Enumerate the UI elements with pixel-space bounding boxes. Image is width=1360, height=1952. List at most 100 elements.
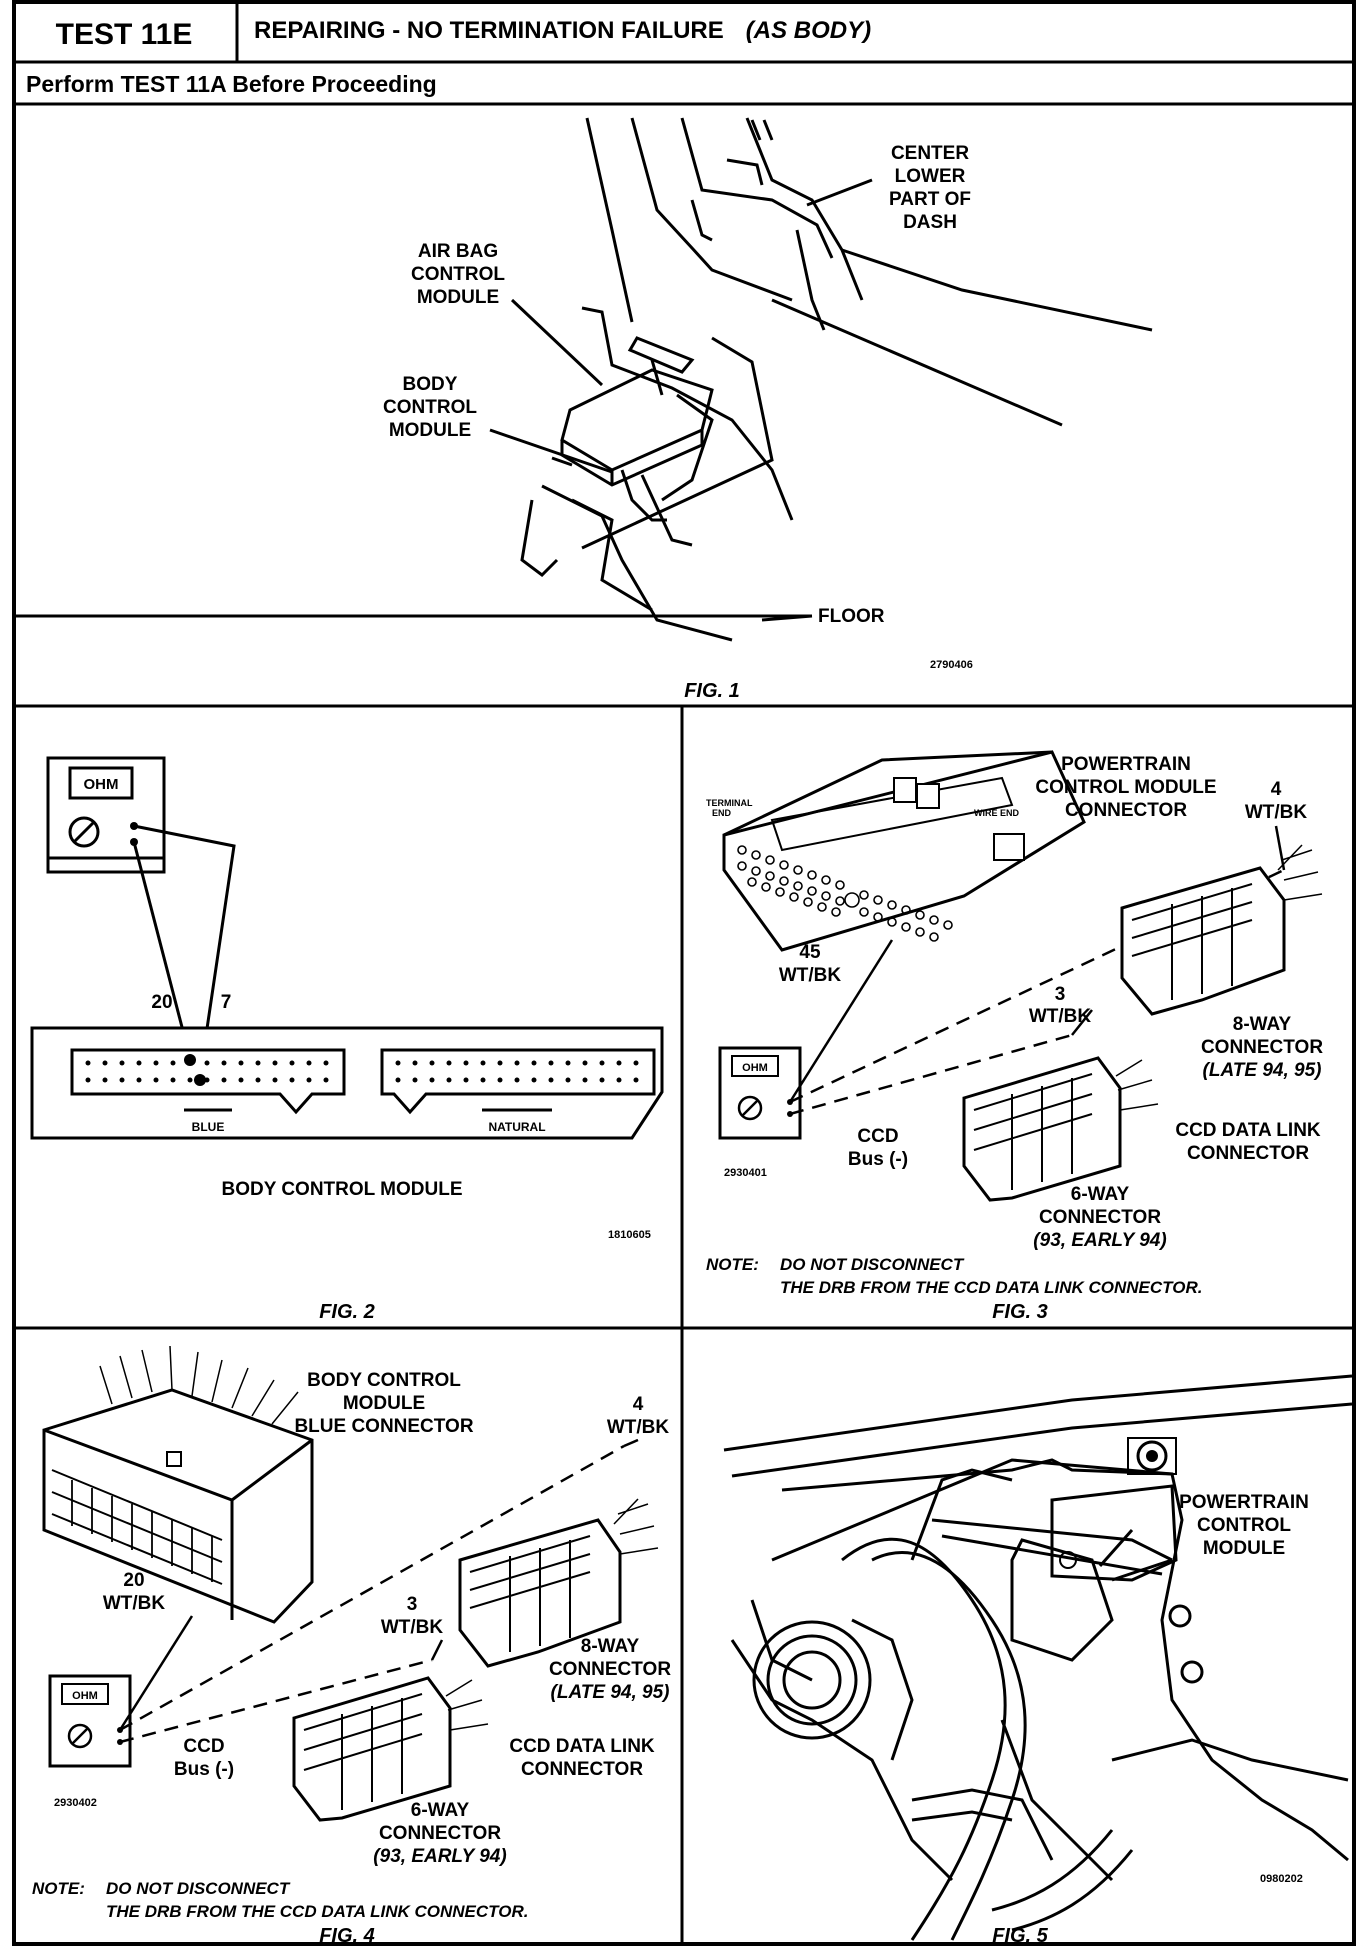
fig4-ohmmeter: OHM [48, 1674, 132, 1768]
fig4-note-label: NOTE: [32, 1879, 85, 1898]
fig3-wire-3-color: WT/BK [1029, 1006, 1092, 1027]
fig3-6way-1: 6-WAY [1071, 1184, 1130, 1205]
fig4-6way-connector [292, 1676, 489, 1822]
fig5-label-pcm-3: MODULE [1203, 1538, 1285, 1559]
fig5-wire-harness [752, 1537, 1134, 1941]
fig1-label-airbag-2: CONTROL [411, 264, 505, 285]
fig4-8way-2: CONNECTOR [549, 1659, 671, 1680]
fig3-label-ccd-bus: CCD Bus (-) [848, 1126, 908, 1170]
fig3-label-pcm-1: POWERTRAIN [1061, 754, 1191, 775]
fig5-label-pcm-2: CONTROL [1197, 1515, 1291, 1536]
fig1-label-bcm-2: CONTROL [383, 397, 477, 418]
fig3-note-line1: DO NOT DISCONNECT [780, 1255, 965, 1274]
fig3-6way-connector [962, 1056, 1159, 1202]
fig4-label-6way: 6-WAY CONNECTOR (93, EARLY 94) [373, 1800, 506, 1867]
test-title-suffix: (AS BODY) [746, 17, 871, 44]
fig4-wire-3-color: WT/BK [381, 1617, 444, 1638]
fig3-terminal-end-2: END [712, 808, 732, 818]
fig3-label-8way: 8-WAY CONNECTOR (LATE 94, 95) [1201, 1014, 1323, 1081]
fig3-ohmmeter: OHM [718, 1046, 802, 1140]
fig4-note-line1: DO NOT DISCONNECT [106, 1879, 291, 1898]
dash-structure-drawing [520, 117, 1153, 642]
fig4-label-8way: 8-WAY CONNECTOR (LATE 94, 95) [549, 1636, 671, 1703]
test-id: TEST 11E [56, 18, 193, 51]
fig1-label-center-2: LOWER [895, 166, 966, 187]
fig4-bcm-blue-connector [42, 1345, 314, 1624]
fig1-label-bcm: BODY CONTROL MODULE [383, 374, 477, 441]
fig4-label-ccd-bus: CCD Bus (-) [174, 1736, 234, 1780]
fig2-label-natural: NATURAL [488, 1120, 545, 1134]
fig4-note-line2: THE DRB FROM THE CCD DATA LINK CONNECTOR… [106, 1902, 528, 1921]
fig3-8way-3: (LATE 94, 95) [1203, 1060, 1322, 1081]
fig4-note: NOTE: DO NOT DISCONNECT THE DRB FROM THE… [32, 1879, 528, 1921]
fig3-note-label: NOTE: [706, 1255, 759, 1274]
fig1-panel: CENTER LOWER PART OF DASH AIR BAG CONTRO… [12, 117, 1153, 702]
fig3-ccd-link-2: CONNECTOR [1187, 1143, 1309, 1164]
fig3-code: 2930401 [724, 1167, 767, 1179]
outer-frame [12, 0, 1356, 1946]
fig3-terminal-end-1: TERMINAL [706, 798, 753, 808]
fig2-caption: FIG. 2 [319, 1301, 375, 1323]
fig1-label-bcm-1: BODY [403, 374, 458, 395]
fig3-6way-3: (93, EARLY 94) [1033, 1230, 1166, 1251]
fig1-caption: FIG. 1 [684, 680, 740, 702]
fig3-label-ccd-link: CCD DATA LINK CONNECTOR [1175, 1120, 1321, 1164]
fig4-8way-1: 8-WAY [581, 1636, 640, 1657]
service-manual-page: TEST 11E REPAIRING - NO TERMINATION FAIL… [12, 0, 1356, 1947]
fig4-6way-3: (93, EARLY 94) [373, 1846, 506, 1867]
fig3-label-6way: 6-WAY CONNECTOR (93, EARLY 94) [1033, 1184, 1166, 1251]
fig2-pin-20: 20 [151, 992, 172, 1013]
fig5-caption: FIG. 5 [992, 1925, 1048, 1946]
fig5-label-pcm-1: POWERTRAIN [1179, 1492, 1309, 1513]
fig4-label-bcm-2: MODULE [343, 1393, 425, 1414]
fig2-bcm-drawing [30, 1026, 664, 1140]
fig4-ccd-bus-1: CCD [183, 1736, 224, 1757]
diagram-sheet: TEST 11E REPAIRING - NO TERMINATION FAIL… [12, 0, 1356, 1947]
fig3-ccd-bus-2: Bus (-) [848, 1149, 908, 1170]
fig3-wire-45-num: 45 [799, 942, 821, 963]
fig1-label-center-3: PART OF [889, 189, 971, 210]
fig3-ccd-bus-1: CCD [857, 1126, 898, 1147]
fig5-code: 0980202 [1260, 1873, 1303, 1885]
fig4-label-wire-3: 3 WT/BK [381, 1594, 444, 1638]
fig1-code: 2790406 [930, 659, 973, 671]
fig4-wire-20-color: WT/BK [103, 1593, 166, 1614]
test-subtitle: Perform TEST 11A Before Proceeding [26, 71, 437, 97]
fig4-label-wire-4: 4 WT/BK [607, 1394, 670, 1438]
fig3-label-wire-45: 45 WT/BK [779, 942, 842, 986]
fig3-8way-1: 8-WAY [1233, 1014, 1292, 1035]
fig3-note-line2: THE DRB FROM THE CCD DATA LINK CONNECTOR… [780, 1278, 1202, 1297]
fig4-wire-20-num: 20 [123, 1570, 144, 1591]
fig4-caption: FIG. 4 [319, 1925, 375, 1946]
fig2-panel: OHM 20 7 BLUE NATURAL [30, 756, 664, 1323]
fig2-module-label: BODY CONTROL MODULE [221, 1179, 462, 1200]
fig5-engine-bay-drawing [723, 1374, 1353, 1882]
fig5-label-pcm: POWERTRAIN CONTROL MODULE [1179, 1492, 1309, 1559]
fig4-8way-3: (LATE 94, 95) [551, 1682, 670, 1703]
fig3-label-wire-4: 4 WT/BK [1245, 779, 1308, 823]
fig4-8way-connector [458, 1498, 659, 1668]
fig3-ccd-link-1: CCD DATA LINK [1175, 1120, 1321, 1141]
fig4-label-wire-20: 20 WT/BK [103, 1570, 166, 1614]
fig3-wire-3-num: 3 [1055, 984, 1066, 1005]
fig4-wire-3-num: 3 [407, 1594, 418, 1615]
fig4-ccd-link-2: CONNECTOR [521, 1759, 643, 1780]
fig1-label-bcm-3: MODULE [389, 420, 471, 441]
fig3-label-wire-3: 3 WT/BK [1029, 984, 1092, 1027]
fig3-meter-label: OHM [742, 1062, 768, 1074]
fig3-label-pcm-2: CONTROL MODULE [1035, 777, 1216, 798]
fig4-panel: BODY CONTROL MODULE BLUE CONNECTOR 4 WT/… [32, 1345, 671, 1947]
fig4-label-bcm-3: BLUE CONNECTOR [294, 1416, 473, 1437]
fig3-note: NOTE: DO NOT DISCONNECT THE DRB FROM THE… [706, 1255, 1202, 1297]
fig3-wire-4-color: WT/BK [1245, 802, 1308, 823]
fig4-meter-label: OHM [72, 1690, 98, 1702]
fig4-code: 2930402 [54, 1797, 97, 1809]
fig2-label-blue: BLUE [192, 1120, 225, 1134]
fig1-label-floor: FLOOR [818, 606, 885, 627]
fig4-ccd-link-1: CCD DATA LINK [509, 1736, 655, 1757]
fig4-label-bcm-1: BODY CONTROL [307, 1370, 461, 1391]
fig4-wire-4-color: WT/BK [607, 1417, 670, 1438]
fig3-label-pcm: POWERTRAIN CONTROL MODULE CONNECTOR [1035, 754, 1216, 821]
fig1-label-airbag: AIR BAG CONTROL MODULE [411, 241, 505, 308]
fig2-ohmmeter: OHM [46, 756, 166, 874]
